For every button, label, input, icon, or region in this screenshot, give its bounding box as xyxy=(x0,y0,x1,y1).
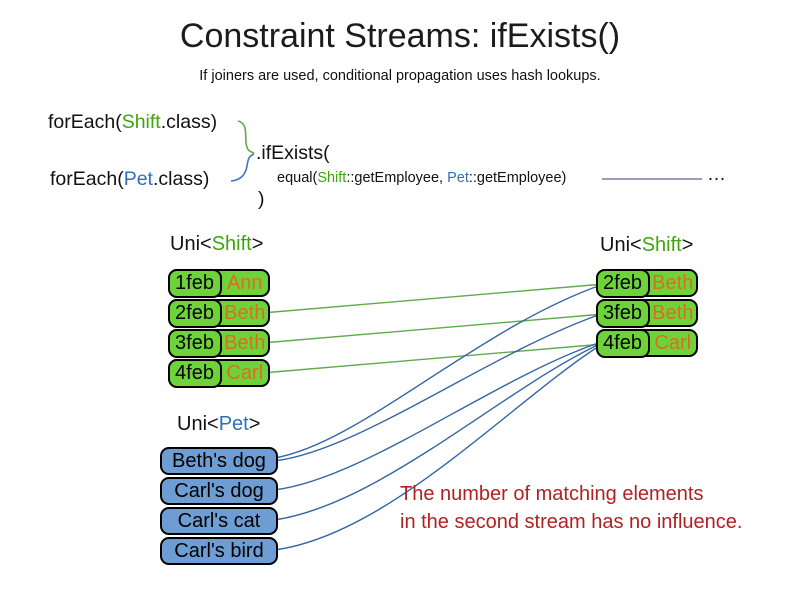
shift-date-cell: 3feb xyxy=(595,298,650,328)
code-ifexists: .ifExists( xyxy=(256,142,330,164)
label-text: Uni< xyxy=(177,413,219,435)
code-close-paren: ) xyxy=(258,188,265,210)
caption-line-1: The number of matching elements xyxy=(400,483,704,505)
code-text: ::getEmployee, xyxy=(346,170,448,186)
label-text: Uni< xyxy=(170,233,212,255)
shift-employee-cell: Beth xyxy=(224,331,266,354)
pet-row-carls-cat: Carl's cat xyxy=(160,507,278,535)
shift-employee-cell: Carl xyxy=(654,331,692,354)
page-subtitle: If joiners are used, conditional propaga… xyxy=(199,68,601,84)
pet-row-carls-bird: Carl's bird xyxy=(160,537,278,565)
shift-date-cell: 1feb xyxy=(167,268,222,298)
shift-type-token: Shift xyxy=(641,234,682,256)
shift-employee-cell: Beth xyxy=(652,301,694,324)
shift-date-cell: 3feb xyxy=(167,328,222,358)
caption-line-2: in the second stream has no influence. xyxy=(400,511,743,533)
shift-date-cell: 2feb xyxy=(167,298,222,328)
code-text: equal( xyxy=(277,170,318,186)
pet-class-token: Pet xyxy=(123,168,153,190)
left-shift-row-3feb: 3feb Beth xyxy=(167,328,270,358)
shift-date-cell: 4feb xyxy=(167,358,222,388)
shift-date-cell: 2feb xyxy=(595,268,650,298)
shift-date-cell: 4feb xyxy=(595,328,650,358)
label-text: > xyxy=(248,413,261,435)
pet-row-beths-dog: Beth's dog xyxy=(160,447,278,475)
code-text: .class) xyxy=(160,111,218,133)
label-text: > xyxy=(251,233,264,255)
code-text: forEach( xyxy=(50,168,124,190)
code-equal-joiner: equal(Shift::getEmployee, Pet::getEmploy… xyxy=(277,170,566,186)
pet-stream-label: Uni<Pet> xyxy=(177,413,260,436)
caption-note: The number of matching elements in the s… xyxy=(400,480,742,536)
left-shift-row-2feb: 2feb Beth xyxy=(167,298,270,328)
pet-type-token: Pet xyxy=(218,413,249,435)
pet-class-token: Pet xyxy=(447,170,469,186)
shift-employee-cell: Beth xyxy=(224,301,266,324)
label-text: Uni< xyxy=(600,234,642,256)
shift-employee-cell: Ann xyxy=(226,271,263,294)
code-text: ::getEmployee) xyxy=(468,170,567,186)
shift-type-token: Shift xyxy=(211,233,252,255)
brace-icon xyxy=(230,120,255,182)
shift-match-lines xyxy=(261,283,605,374)
page-title: Constraint Streams: ifExists() xyxy=(179,17,621,55)
code-text: forEach( xyxy=(48,111,122,133)
left-shift-row-4feb: 4feb Carl xyxy=(167,358,270,388)
shift-employee-cell: Beth xyxy=(652,271,694,294)
pet-row-carls-dog: Carl's dog xyxy=(160,477,278,505)
shift-class-token: Shift xyxy=(317,170,347,186)
code-foreach-shift: forEach(Shift.class) xyxy=(48,111,217,134)
left-shift-stream-label: Uni<Shift> xyxy=(170,233,263,256)
label-text: > xyxy=(681,234,694,256)
shift-employee-cell: Carl xyxy=(226,361,264,384)
left-shift-row-1feb: 1feb Ann xyxy=(167,268,270,298)
right-shift-row-3feb: 3feb Beth xyxy=(595,298,698,328)
shift-class-token: Shift xyxy=(121,111,161,133)
continuation-ellipsis: … xyxy=(707,164,726,185)
right-shift-stream-label: Uni<Shift> xyxy=(600,234,693,257)
pet-match-lines xyxy=(273,283,605,551)
code-text: .class) xyxy=(152,168,210,190)
right-shift-row-4feb: 4feb Carl xyxy=(595,328,698,358)
code-foreach-pet: forEach(Pet.class) xyxy=(50,168,209,191)
right-shift-row-2feb: 2feb Beth xyxy=(595,268,698,298)
